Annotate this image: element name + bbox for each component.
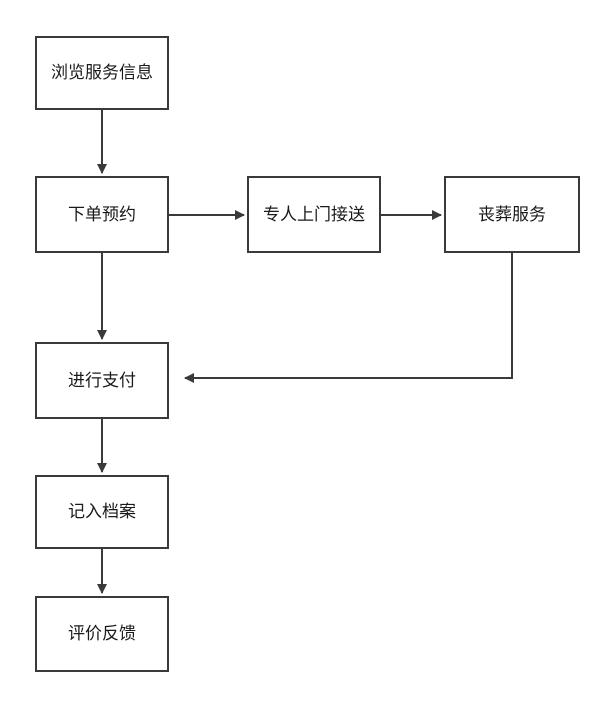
node-pickup: 专人上门接送	[247, 176, 381, 253]
node-review-label: 评价反馈	[68, 624, 136, 644]
node-record-label: 记入档案	[68, 502, 136, 522]
node-record: 记入档案	[35, 475, 169, 549]
node-browse-label: 浏览服务信息	[51, 63, 153, 83]
node-pay-label: 进行支付	[68, 370, 136, 391]
node-order: 下单预约	[35, 176, 169, 253]
edge-funeral-pay	[184, 253, 513, 383]
node-browse: 浏览服务信息	[35, 36, 169, 110]
node-order-label: 下单预约	[68, 204, 136, 225]
node-funeral: 丧葬服务	[444, 176, 580, 253]
node-review: 评价反馈	[35, 596, 169, 672]
node-funeral-label: 丧葬服务	[478, 204, 546, 225]
node-pay: 进行支付	[35, 342, 169, 419]
node-pickup-label: 专人上门接送	[263, 204, 365, 225]
